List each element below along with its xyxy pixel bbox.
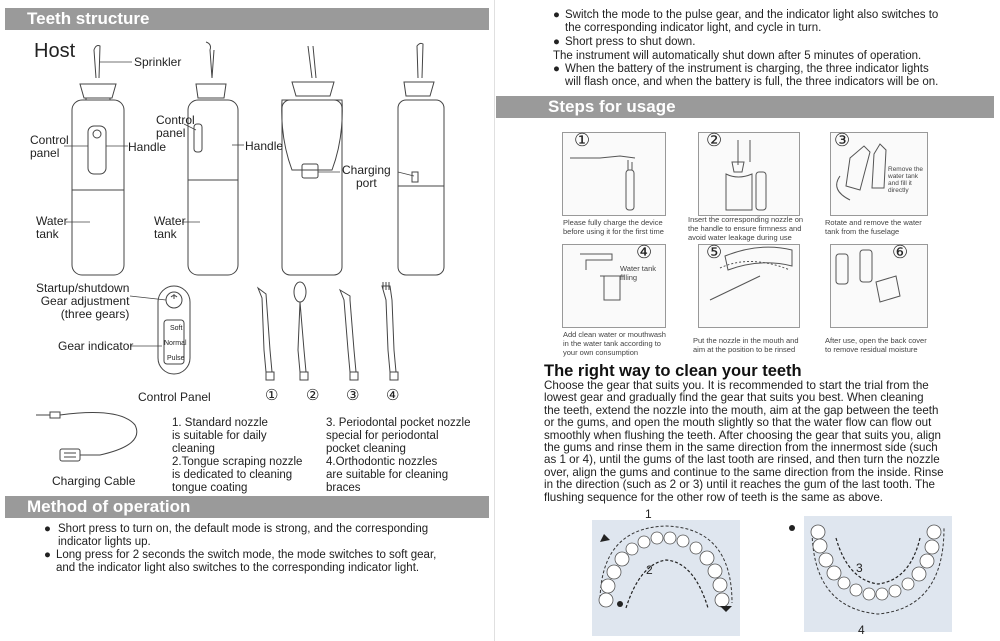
- device-diagram: [64, 41, 445, 276]
- nozzle-description-3: 3. Periodontal pocket nozzle special for…: [326, 417, 471, 455]
- gear-normal-label: Normal: [164, 340, 187, 347]
- top-text-3: The instrument will automatically shut d…: [553, 50, 922, 62]
- arch-label-4: 4: [858, 623, 865, 637]
- method-step-1: Short press to turn on, the default mode…: [58, 523, 429, 548]
- top-text-4: When the battery of the instrument is ch…: [565, 63, 939, 88]
- method-of-operation-header: Method of operation: [5, 496, 489, 518]
- clean-teeth-title: The right way to clean your teeth: [544, 362, 802, 380]
- step-1-image: [562, 132, 666, 216]
- arch-label-3: 3: [856, 561, 863, 575]
- step-4-image: [562, 244, 666, 328]
- tooth-arch-diagrams: [592, 516, 952, 636]
- charging-port-label: Charging port: [342, 163, 391, 190]
- teeth-structure-title: Teeth structure: [27, 9, 150, 28]
- step-number-3: ③: [834, 130, 851, 150]
- step-1-caption: Please fully charge the device before us…: [563, 218, 664, 236]
- nozzle-number-4: ④: [386, 387, 400, 404]
- top-text-1: Switch the mode to the pulse gear, and t…: [565, 9, 939, 34]
- step-2-caption: Insert the corresponding nozzle on the h…: [688, 215, 804, 242]
- control-panel-diagram: [129, 281, 399, 381]
- gear-pulse-label: Pulse: [167, 355, 185, 362]
- step-number-1: ①: [574, 130, 591, 150]
- steps-illustrations: [570, 140, 901, 303]
- nozzle-description-2: 2.Tongue scraping nozzle is dedicated to…: [172, 456, 303, 494]
- step-number-5: ⑤: [706, 242, 723, 262]
- sprinkler-label: Sprinkler: [134, 55, 182, 69]
- handle-label-1: Handle: [128, 140, 167, 154]
- control-panel-label-2: Control panel: [156, 113, 195, 140]
- step-6-image: [830, 244, 928, 328]
- step-4-note: Water tank filling: [620, 264, 656, 282]
- gear-indicator-label: Gear indicator: [58, 339, 134, 353]
- water-tank-label-2: Water tank: [154, 214, 186, 241]
- top-text-2: Short press to shut down.: [565, 36, 696, 48]
- step-3-note: Remove the water tank and fill it direct…: [888, 166, 924, 194]
- nozzle-number-3: ③: [346, 387, 360, 404]
- arch-label-2: 2: [646, 563, 653, 577]
- control-panel-caption: Control Panel: [138, 390, 211, 404]
- charging-cable-icon: [36, 411, 138, 462]
- method-of-operation-title: Method of operation: [27, 497, 191, 516]
- steps-title: Steps for usage: [548, 97, 676, 116]
- step-6-caption: After use, open the back cover to remove…: [825, 336, 927, 354]
- nozzle-description-1: 1. Standard nozzle is suitable for daily…: [172, 417, 268, 455]
- teeth-structure-header: Teeth structure: [5, 8, 489, 30]
- nozzle-number-2: ②: [306, 387, 320, 404]
- step-5-caption: Put the nozzle in the mouth and aim at t…: [693, 336, 799, 354]
- host-label: Host: [34, 40, 76, 62]
- steps-header: Steps for usage: [496, 96, 994, 118]
- arch-label-1: 1: [645, 507, 652, 521]
- water-tank-label-1: Water tank: [36, 214, 68, 241]
- control-panel-label-1: Control panel: [30, 133, 69, 160]
- step-2-image: [698, 132, 800, 216]
- top-bullet-1-icon: ●: [553, 9, 560, 21]
- clean-teeth-body: Choose the gear that suits you. It is re…: [544, 379, 944, 504]
- nozzle-number-1: ①: [265, 387, 279, 404]
- method-bullet-1-icon: ●: [44, 523, 51, 535]
- step-number-6: ⑥: [892, 242, 909, 262]
- startup-label: Startup/shutdown Gear adjustment (three …: [36, 281, 130, 321]
- step-3-caption: Rotate and remove the water tank from th…: [825, 218, 922, 236]
- gear-soft-label: Soft: [170, 325, 183, 332]
- step-number-4: ④: [636, 242, 653, 262]
- step-4-caption: Add clean water or mouthwash in the wate…: [563, 330, 666, 357]
- charging-cable-label: Charging Cable: [52, 474, 136, 488]
- step-5-image: [698, 244, 800, 328]
- handle-label-2: Handle: [245, 139, 284, 153]
- method-step-2: Long press for 2 seconds the switch mode…: [56, 549, 437, 574]
- top-bullet-2-icon: ●: [553, 36, 560, 48]
- page-divider: [494, 0, 495, 641]
- method-bullet-2-icon: ●: [44, 549, 51, 561]
- top-bullet-3-icon: ●: [553, 63, 560, 75]
- step-number-2: ②: [706, 130, 723, 150]
- nozzle-description-4: 4.Orthodontic nozzles are suitable for c…: [326, 456, 449, 494]
